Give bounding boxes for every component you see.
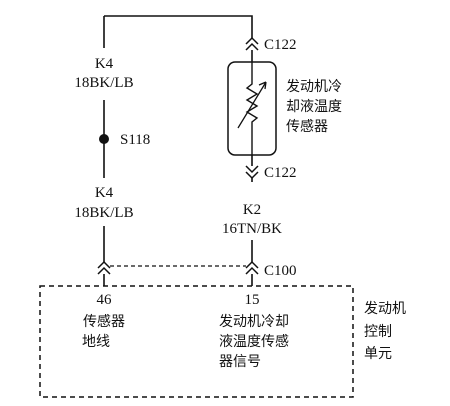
thermistor-icon — [245, 62, 259, 155]
left-circuit-bottom: K4 — [95, 185, 114, 201]
top-wire — [104, 15, 253, 38]
connector-c122-bottom: C122 — [264, 165, 297, 181]
pin-46-label-line2: 地线 — [82, 334, 110, 350]
right-circuit: K2 — [243, 202, 261, 218]
pcm-label-line1: 发动机 — [364, 301, 406, 317]
pin-46: 46 — [97, 292, 113, 308]
pcm-label-line2: 控制 — [364, 324, 392, 340]
left-wire-top: 18BK/LB — [74, 75, 133, 91]
pcm-label-line3: 单元 — [364, 346, 392, 362]
pin-46-label-line1: 传感器 — [83, 313, 125, 330]
connector-c100-right-icon — [245, 260, 259, 275]
connector-c122-bottom-icon — [245, 165, 259, 180]
sensor-label-line1: 发动机冷 — [286, 79, 342, 95]
pin-15: 15 — [245, 292, 260, 308]
splice-dot — [99, 134, 109, 144]
connector-c100-left-icon — [97, 260, 111, 275]
connector-c100: C100 — [264, 263, 297, 279]
connector-c122-top: C122 — [264, 37, 297, 53]
pin-15-label-line2: 液温度传感 — [219, 333, 289, 350]
pcm-box — [39, 285, 354, 398]
pin-15-label-line1: 发动机冷却 — [219, 314, 289, 330]
splice-label: S118 — [120, 132, 150, 148]
sensor-label-line3: 传感器 — [286, 118, 328, 135]
sensor-label-line2: 却液温度 — [286, 99, 342, 115]
left-circuit-top: K4 — [95, 56, 114, 72]
connector-c122-top-icon — [245, 36, 259, 51]
left-wire-bottom: 18BK/LB — [74, 205, 133, 221]
right-wire-label: 16TN/BK — [222, 221, 282, 237]
thermistor-arrow-icon — [237, 81, 267, 129]
pin-15-label-line3: 器信号 — [219, 354, 261, 370]
